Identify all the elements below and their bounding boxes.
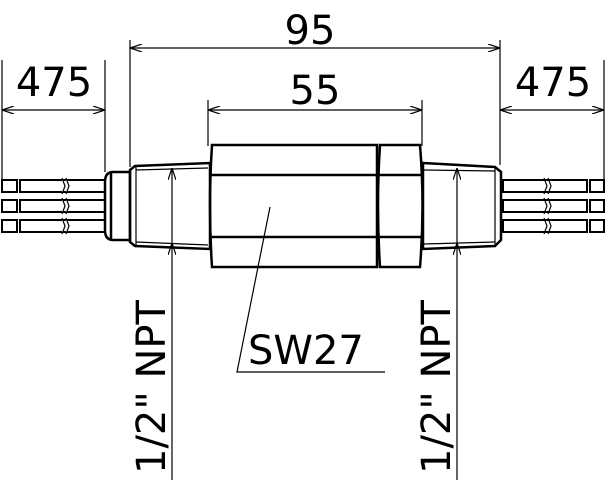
hex-nut — [376, 143, 424, 269]
wrench-size-leader — [236, 206, 385, 373]
dim-95-text: 95 — [285, 8, 336, 54]
dim-475-right-text: 475 — [515, 60, 591, 106]
extension-lines — [1, 40, 605, 180]
hex-body — [208, 143, 379, 269]
right-thread — [421, 161, 503, 251]
thread-left-label: 1/2" NPT — [129, 299, 175, 474]
left-end-cap — [103, 170, 132, 242]
dimension-lines — [2, 48, 604, 110]
dim-55-text: 55 — [290, 68, 341, 114]
left-wires — [1, 177, 106, 235]
wrench-size-label: SW27 — [248, 328, 364, 374]
left-thread — [128, 161, 212, 251]
thread-right-label: 1/2" NPT — [414, 299, 460, 474]
right-wires — [502, 177, 605, 235]
dim-475-left-text: 475 — [16, 60, 92, 106]
